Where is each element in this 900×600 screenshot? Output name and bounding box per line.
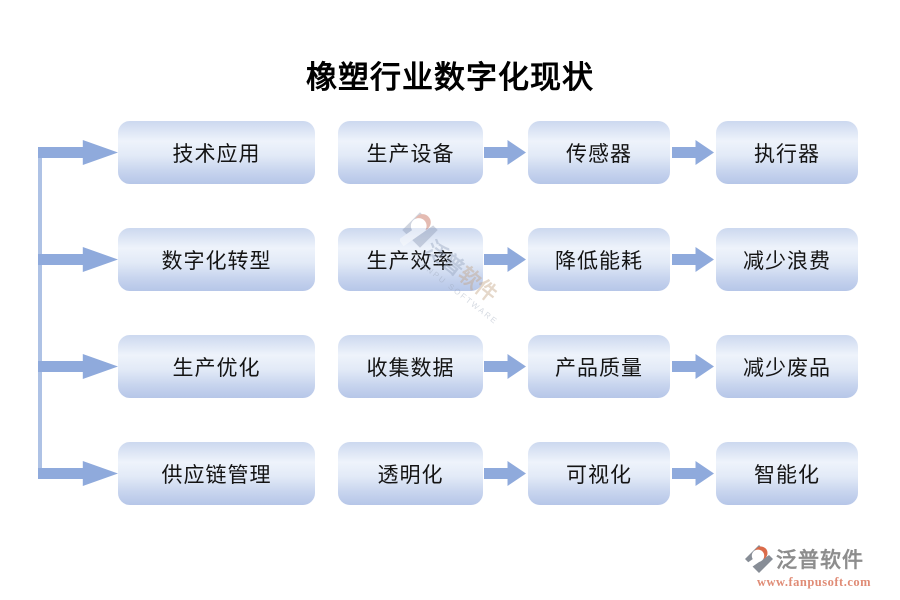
branch-arrow-icon	[38, 461, 118, 486]
footer-brand-block: 泛普软件 www.fanpusoft.com	[744, 544, 884, 590]
flow-arrow-icon	[672, 461, 714, 486]
step-box: 降低能耗	[528, 228, 670, 291]
trunk-connector-line	[38, 152, 42, 474]
flow-arrow-icon	[672, 354, 714, 379]
step-box: 生产设备	[338, 121, 483, 184]
step-box: 减少浪费	[716, 228, 858, 291]
category-box-supply-chain-management: 供应链管理	[118, 442, 315, 505]
branch-arrow-icon	[38, 247, 118, 272]
footer-url: www.fanpusoft.com	[756, 575, 872, 589]
page-title: 橡塑行业数字化现状	[306, 60, 594, 95]
flow-arrow-icon	[672, 247, 714, 272]
step-box: 可视化	[528, 442, 670, 505]
step-box: 透明化	[338, 442, 483, 505]
category-box-production-optimization: 生产优化	[118, 335, 315, 398]
flow-arrow-icon	[484, 247, 526, 272]
step-box: 生产效率	[338, 228, 483, 291]
step-box: 收集数据	[338, 335, 483, 398]
step-box: 智能化	[716, 442, 858, 505]
step-box: 产品质量	[528, 335, 670, 398]
branch-arrow-icon	[38, 354, 118, 379]
flow-arrow-icon	[484, 461, 526, 486]
fanpu-logo-icon	[744, 545, 774, 573]
step-box: 减少废品	[716, 335, 858, 398]
flow-arrow-icon	[484, 140, 526, 165]
category-box-technology-application: 技术应用	[118, 121, 315, 184]
flow-arrow-icon	[484, 354, 526, 379]
step-box: 执行器	[716, 121, 858, 184]
flow-arrow-icon	[672, 140, 714, 165]
branch-arrow-icon	[38, 140, 118, 165]
footer-brand-name: 泛普软件	[776, 549, 864, 572]
category-box-digital-transformation: 数字化转型	[118, 228, 315, 291]
step-box: 传感器	[528, 121, 670, 184]
